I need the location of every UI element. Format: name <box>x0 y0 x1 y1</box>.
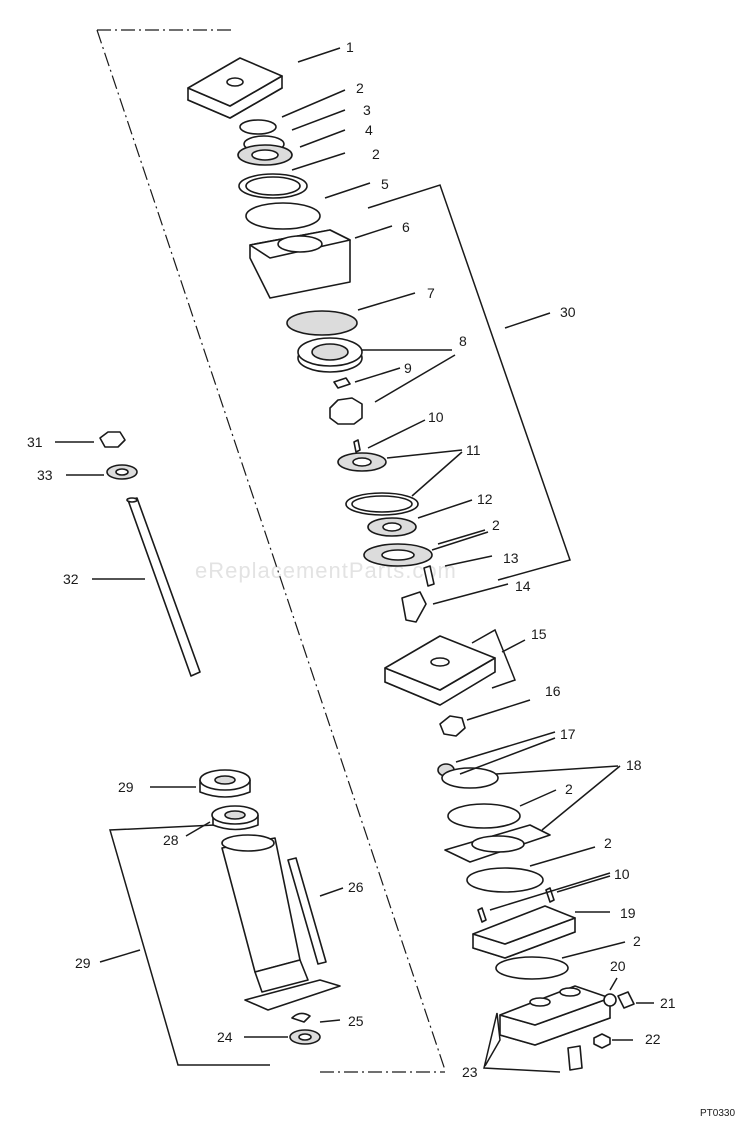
callout-17: 17 <box>560 726 576 742</box>
part-18-gasket-bore <box>471 835 525 853</box>
part-18-plate <box>441 767 499 789</box>
part-5-o-ring <box>245 202 321 230</box>
part-23-valve-body <box>499 985 611 1046</box>
callout-12: 12 <box>477 491 493 507</box>
callout-9: 9 <box>404 360 412 376</box>
callout-22: 22 <box>645 1031 661 1047</box>
callout-3: 3 <box>363 102 371 118</box>
part-20-ball <box>603 993 617 1007</box>
part-24-washer-bore <box>298 1033 312 1041</box>
callout-18: 18 <box>626 757 642 773</box>
bracket-29 <box>109 824 270 1066</box>
callout-31: 31 <box>27 434 43 450</box>
part-22-nut <box>593 1033 611 1049</box>
callout-30: 30 <box>560 304 576 320</box>
part-25-clip <box>291 1012 311 1023</box>
callout-29: 29 <box>75 955 91 971</box>
callout-6: 6 <box>402 219 410 235</box>
callout-7: 7 <box>427 285 435 301</box>
part-9-key <box>333 377 351 389</box>
part-8-gerotor <box>297 337 363 373</box>
part-8-rotor <box>329 397 363 425</box>
callout-2: 2 <box>372 146 380 162</box>
callout-32: 32 <box>63 571 79 587</box>
part-2-o-ring-bottom <box>495 956 569 980</box>
assembly-axis-line <box>96 29 446 1073</box>
callout-8: 8 <box>459 333 467 349</box>
part-14-valve <box>401 591 427 623</box>
callout-13: 13 <box>503 550 519 566</box>
callout-4: 4 <box>365 122 373 138</box>
callout-26: 26 <box>348 879 364 895</box>
part-16-nut <box>439 715 466 737</box>
part-13-screw <box>423 565 435 587</box>
callout-10: 10 <box>614 866 630 882</box>
part-32-shaft <box>126 497 201 677</box>
callout-15: 15 <box>531 626 547 642</box>
part-29-column-assembly <box>221 834 341 1011</box>
leader-lines <box>55 47 654 1073</box>
part-10-pin <box>353 439 361 453</box>
part-26-stud <box>287 857 327 965</box>
part-33-bushing-bore <box>115 468 129 476</box>
part-29-bearing <box>199 769 251 798</box>
callout-33: 33 <box>37 467 53 483</box>
part-1-plate-stack <box>187 57 283 119</box>
callout-21: 21 <box>660 995 676 1011</box>
callout-2: 2 <box>633 933 641 949</box>
callout-23: 23 <box>462 1064 478 1080</box>
callout-24: 24 <box>217 1029 233 1045</box>
callout-16: 16 <box>545 683 561 699</box>
callout-numbers: 1 2 3 4 2 5 6 7 8 9 10 11 12 2 13 14 30 … <box>27 39 676 1080</box>
part-2-o-ring-lower <box>447 803 521 829</box>
part-23-fitting <box>567 1045 583 1071</box>
bracket-30 <box>367 184 571 581</box>
callout-10: 10 <box>428 409 444 425</box>
callout-2: 2 <box>565 781 573 797</box>
callout-2: 2 <box>492 517 500 533</box>
part-2-seal-inner <box>245 176 301 196</box>
callout-29: 29 <box>118 779 134 795</box>
callout-14: 14 <box>515 578 531 594</box>
callout-1: 1 <box>346 39 354 55</box>
part-10-pin-left <box>477 907 487 923</box>
callout-2: 2 <box>604 835 612 851</box>
part-4-bearing-bore <box>251 149 279 161</box>
part-28-bearing <box>211 805 259 831</box>
part-12-gear-bore <box>382 522 402 532</box>
callout-5: 5 <box>381 176 389 192</box>
callout-20: 20 <box>610 958 626 974</box>
callout-11: 11 <box>466 442 481 458</box>
part-21-plug <box>617 991 635 1009</box>
part-11-gear-bore <box>352 457 372 467</box>
part-11-ring-inner <box>351 495 413 513</box>
part-2-thrust-washer-bore <box>381 549 415 561</box>
part-15-plate-stack <box>384 635 496 706</box>
part-2-o-ring-mid <box>466 867 544 893</box>
part-2-washer <box>239 119 277 135</box>
callout-28: 28 <box>163 832 179 848</box>
part-7-plate <box>286 310 358 336</box>
callout-19: 19 <box>620 905 636 921</box>
part-6-housing <box>249 229 351 299</box>
callout-25: 25 <box>348 1013 364 1029</box>
drawing-code: PT0330 <box>700 1108 735 1119</box>
part-31-nut <box>99 431 126 448</box>
callout-2: 2 <box>356 80 364 96</box>
part-19-plate-stack <box>472 905 576 959</box>
